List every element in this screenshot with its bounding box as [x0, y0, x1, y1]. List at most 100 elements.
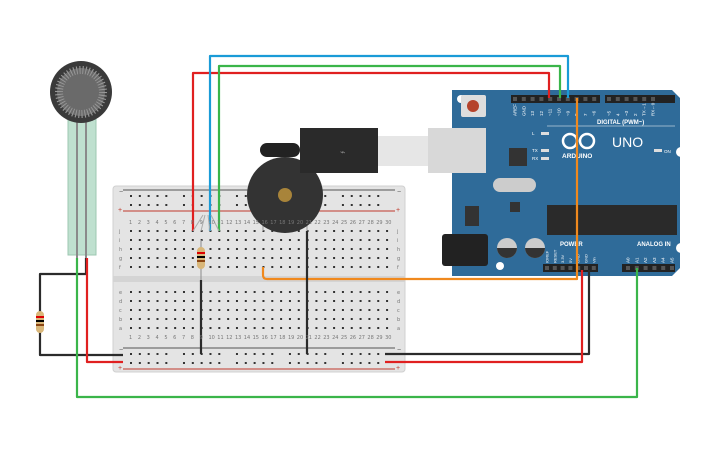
breadboard-hole[interactable]: [271, 300, 274, 302]
breadboard-hole[interactable]: [174, 230, 177, 232]
breadboard-hole[interactable]: [182, 230, 185, 232]
breadboard-hole[interactable]: [333, 309, 336, 311]
breadboard-hole[interactable]: [174, 327, 177, 329]
digital-header-right[interactable]: [605, 95, 675, 103]
breadboard-hole[interactable]: [324, 257, 327, 259]
rail-hole[interactable]: [359, 362, 362, 364]
breadboard-hole[interactable]: [262, 248, 265, 250]
breadboard-hole[interactable]: [297, 257, 300, 259]
breadboard-hole[interactable]: [200, 230, 203, 232]
breadboard-hole[interactable]: [262, 327, 265, 329]
breadboard-hole[interactable]: [235, 291, 238, 293]
breadboard-hole[interactable]: [218, 266, 221, 268]
breadboard-hole[interactable]: [341, 230, 344, 232]
rail-hole[interactable]: [377, 195, 380, 197]
rail-hole[interactable]: [209, 362, 212, 364]
breadboard-hole[interactable]: [182, 318, 185, 320]
breadboard-hole[interactable]: [227, 239, 230, 241]
breadboard-hole[interactable]: [368, 300, 371, 302]
breadboard-hole[interactable]: [244, 318, 247, 320]
breadboard-hole[interactable]: [244, 257, 247, 259]
rail-hole[interactable]: [297, 362, 300, 364]
rail-hole[interactable]: [156, 353, 159, 355]
breadboard-hole[interactable]: [191, 248, 194, 250]
header-pin[interactable]: [626, 266, 630, 270]
rail-hole[interactable]: [324, 353, 327, 355]
breadboard-hole[interactable]: [227, 266, 230, 268]
rail-hole[interactable]: [377, 204, 380, 206]
rail-hole[interactable]: [341, 195, 344, 197]
rail-hole[interactable]: [165, 195, 168, 197]
breadboard-hole[interactable]: [174, 300, 177, 302]
wire-green-a1[interactable]: [75, 258, 639, 399]
breadboard-hole[interactable]: [182, 266, 185, 268]
analog-header[interactable]: [622, 264, 675, 272]
header-pin[interactable]: [591, 266, 596, 270]
breadboard-hole[interactable]: [244, 248, 247, 250]
header-pin[interactable]: [513, 97, 517, 101]
breadboard-hole[interactable]: [324, 266, 327, 268]
breadboard-hole[interactable]: [288, 318, 291, 320]
breadboard-hole[interactable]: [350, 266, 353, 268]
header-pin[interactable]: [633, 97, 638, 101]
breadboard-hole[interactable]: [271, 239, 274, 241]
breadboard-hole[interactable]: [288, 300, 291, 302]
rail-hole[interactable]: [350, 195, 353, 197]
breadboard-hole[interactable]: [165, 257, 168, 259]
breadboard-hole[interactable]: [262, 257, 265, 259]
breadboard-hole[interactable]: [271, 266, 274, 268]
breadboard-hole[interactable]: [191, 327, 194, 329]
breadboard-hole[interactable]: [333, 266, 336, 268]
breadboard-hole[interactable]: [191, 239, 194, 241]
breadboard-hole[interactable]: [130, 291, 132, 293]
breadboard-hole[interactable]: [297, 266, 300, 268]
breadboard-hole[interactable]: [138, 309, 141, 311]
breadboard-hole[interactable]: [156, 318, 159, 320]
breadboard-hole[interactable]: [235, 309, 238, 311]
rail-hole[interactable]: [218, 353, 221, 355]
breadboard-hole[interactable]: [297, 230, 300, 232]
resistor-fsr[interactable]: [36, 311, 44, 333]
breadboard-hole[interactable]: [191, 291, 194, 293]
header-pin[interactable]: [557, 97, 561, 101]
breadboard-hole[interactable]: [138, 327, 141, 329]
rail-hole[interactable]: [288, 353, 291, 355]
breadboard-hole[interactable]: [174, 318, 177, 320]
breadboard-hole[interactable]: [191, 266, 194, 268]
breadboard-hole[interactable]: [147, 300, 150, 302]
breadboard-hole[interactable]: [165, 309, 168, 311]
breadboard-hole[interactable]: [244, 239, 247, 241]
breadboard-hole[interactable]: [209, 291, 212, 293]
breadboard-hole[interactable]: [156, 239, 159, 241]
breadboard-hole[interactable]: [165, 230, 168, 232]
rail-hole[interactable]: [130, 204, 132, 206]
breadboard-hole[interactable]: [191, 257, 194, 259]
breadboard-hole[interactable]: [147, 248, 150, 250]
breadboard-hole[interactable]: [244, 266, 247, 268]
breadboard-hole[interactable]: [350, 230, 353, 232]
digital-header-left[interactable]: [511, 95, 600, 103]
breadboard-hole[interactable]: [182, 327, 185, 329]
breadboard-hole[interactable]: [368, 318, 371, 320]
force-sensitive-resistor[interactable]: [50, 61, 112, 258]
breadboard-hole[interactable]: [209, 239, 212, 241]
breadboard-hole[interactable]: [174, 257, 177, 259]
rail-hole[interactable]: [244, 195, 247, 197]
wire-blue-pin11[interactable]: [208, 54, 570, 231]
rail-hole[interactable]: [147, 362, 150, 364]
breadboard-hole[interactable]: [227, 230, 230, 232]
breadboard-hole[interactable]: [191, 300, 194, 302]
breadboard-hole[interactable]: [324, 291, 327, 293]
breadboard-hole[interactable]: [368, 248, 371, 250]
breadboard-hole[interactable]: [138, 230, 141, 232]
breadboard-hole[interactable]: [130, 239, 132, 241]
breadboard-hole[interactable]: [271, 318, 274, 320]
breadboard-hole[interactable]: [324, 318, 327, 320]
breadboard-hole[interactable]: [209, 248, 212, 250]
breadboard-hole[interactable]: [218, 257, 221, 259]
rail-hole[interactable]: [182, 204, 185, 206]
breadboard-hole[interactable]: [271, 309, 274, 311]
rail-hole[interactable]: [191, 362, 194, 364]
piezo-buzzer[interactable]: [247, 157, 323, 233]
rail-hole[interactable]: [182, 362, 185, 364]
